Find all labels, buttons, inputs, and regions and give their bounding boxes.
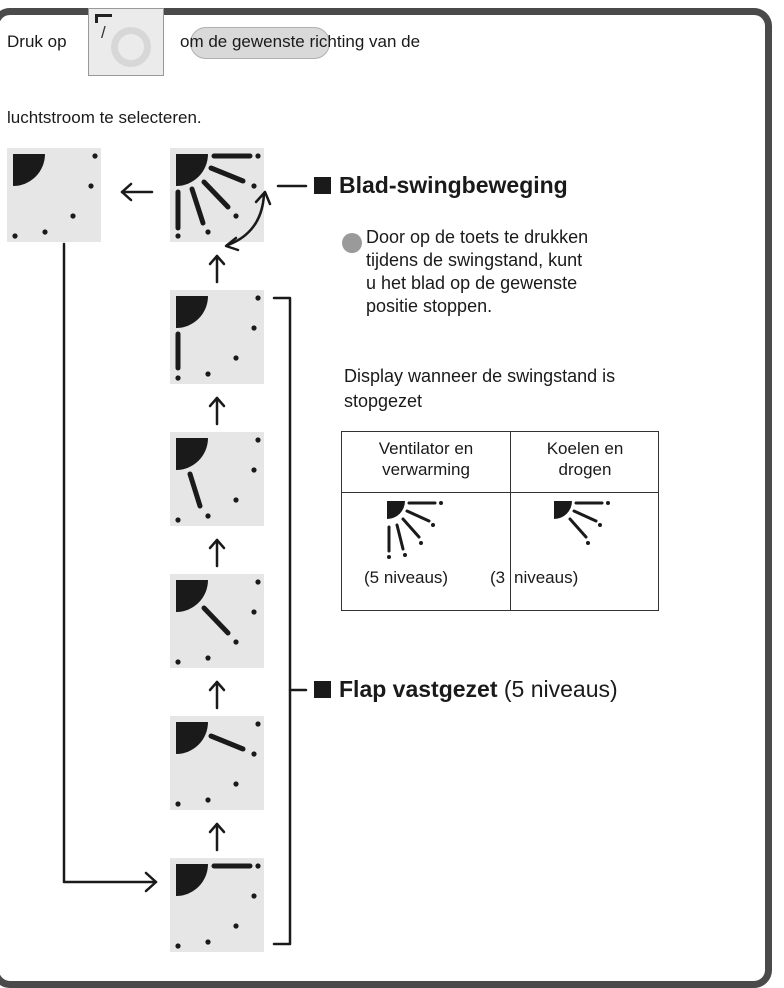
flap-line-icon: [187, 471, 203, 509]
slash-separator: /: [101, 23, 106, 42]
fixed-heading: Flap vastgezet (5 niveaus): [314, 676, 618, 703]
arrow-left-icon: [120, 182, 154, 202]
display-panel-swing: [170, 148, 264, 242]
corner-icon: [95, 14, 112, 23]
flap-line-icon: [201, 605, 231, 636]
display-panel-off: [7, 148, 101, 242]
arrow-up-icon: [208, 680, 226, 710]
swing-note-line: tijdens de swingstand, kunt: [366, 250, 583, 270]
square-bullet-icon: [314, 681, 331, 698]
button-ring-icon: [111, 27, 151, 67]
table-caption-col2-b: niveaus): [514, 568, 579, 587]
display-caption-line1: Display wanneer de swingstand is: [344, 366, 616, 386]
fan-five-levels-icon: [387, 501, 443, 559]
fan-three-levels-icon: [554, 501, 610, 545]
display-panel-level-1: [170, 858, 264, 952]
table-caption-col2-a: (3: [490, 568, 506, 587]
flow-diagram-lines: [62, 182, 308, 946]
square-bullet-icon: [314, 177, 331, 194]
instruction-prefix: Druk op: [7, 32, 67, 51]
double-arrow-icon: [224, 190, 272, 252]
arrow-up-icon: [208, 538, 226, 568]
fan-corner-icon: [12, 153, 98, 239]
swing-note: Door op de toets te drukken tijdens de s…: [366, 226, 588, 318]
instruction-suffix: om de gewenste richting van de: [180, 32, 421, 51]
arrow-up-icon: [208, 254, 226, 284]
swing-note-line: u het blad op de gewenste: [366, 273, 578, 293]
display-panel-level-3: [170, 574, 264, 668]
swing-fan-icon: [175, 153, 261, 239]
display-panel-level-4: [170, 432, 264, 526]
swing-heading-text: Blad-swingbeweging: [339, 172, 568, 198]
display-caption-line2: stopgezet: [344, 391, 423, 411]
swing-note-line: positie stoppen.: [366, 296, 493, 316]
fixed-heading-text: Flap vastgezet: [339, 676, 498, 702]
instruction-line2: luchtstroom te selecteren.: [7, 108, 202, 127]
swing-heading: Blad-swingbeweging: [314, 172, 568, 199]
flap-line-icon: [208, 733, 246, 752]
display-panel-level-5: [170, 290, 264, 384]
arrow-up-icon: [208, 396, 226, 426]
table-caption-col1: (5 niveaus): [364, 568, 449, 587]
arrow-up-icon: [208, 822, 226, 852]
swing-button-image: [190, 27, 330, 59]
display-panel-level-2: [170, 716, 264, 810]
swing-note-line: Door op de toets te drukken: [366, 227, 589, 247]
circle-bullet-icon: [342, 233, 362, 253]
remote-button-image: /: [88, 8, 164, 76]
arrow-right-icon: [62, 242, 158, 893]
fixed-levels-text: (5 niveaus): [503, 676, 618, 702]
